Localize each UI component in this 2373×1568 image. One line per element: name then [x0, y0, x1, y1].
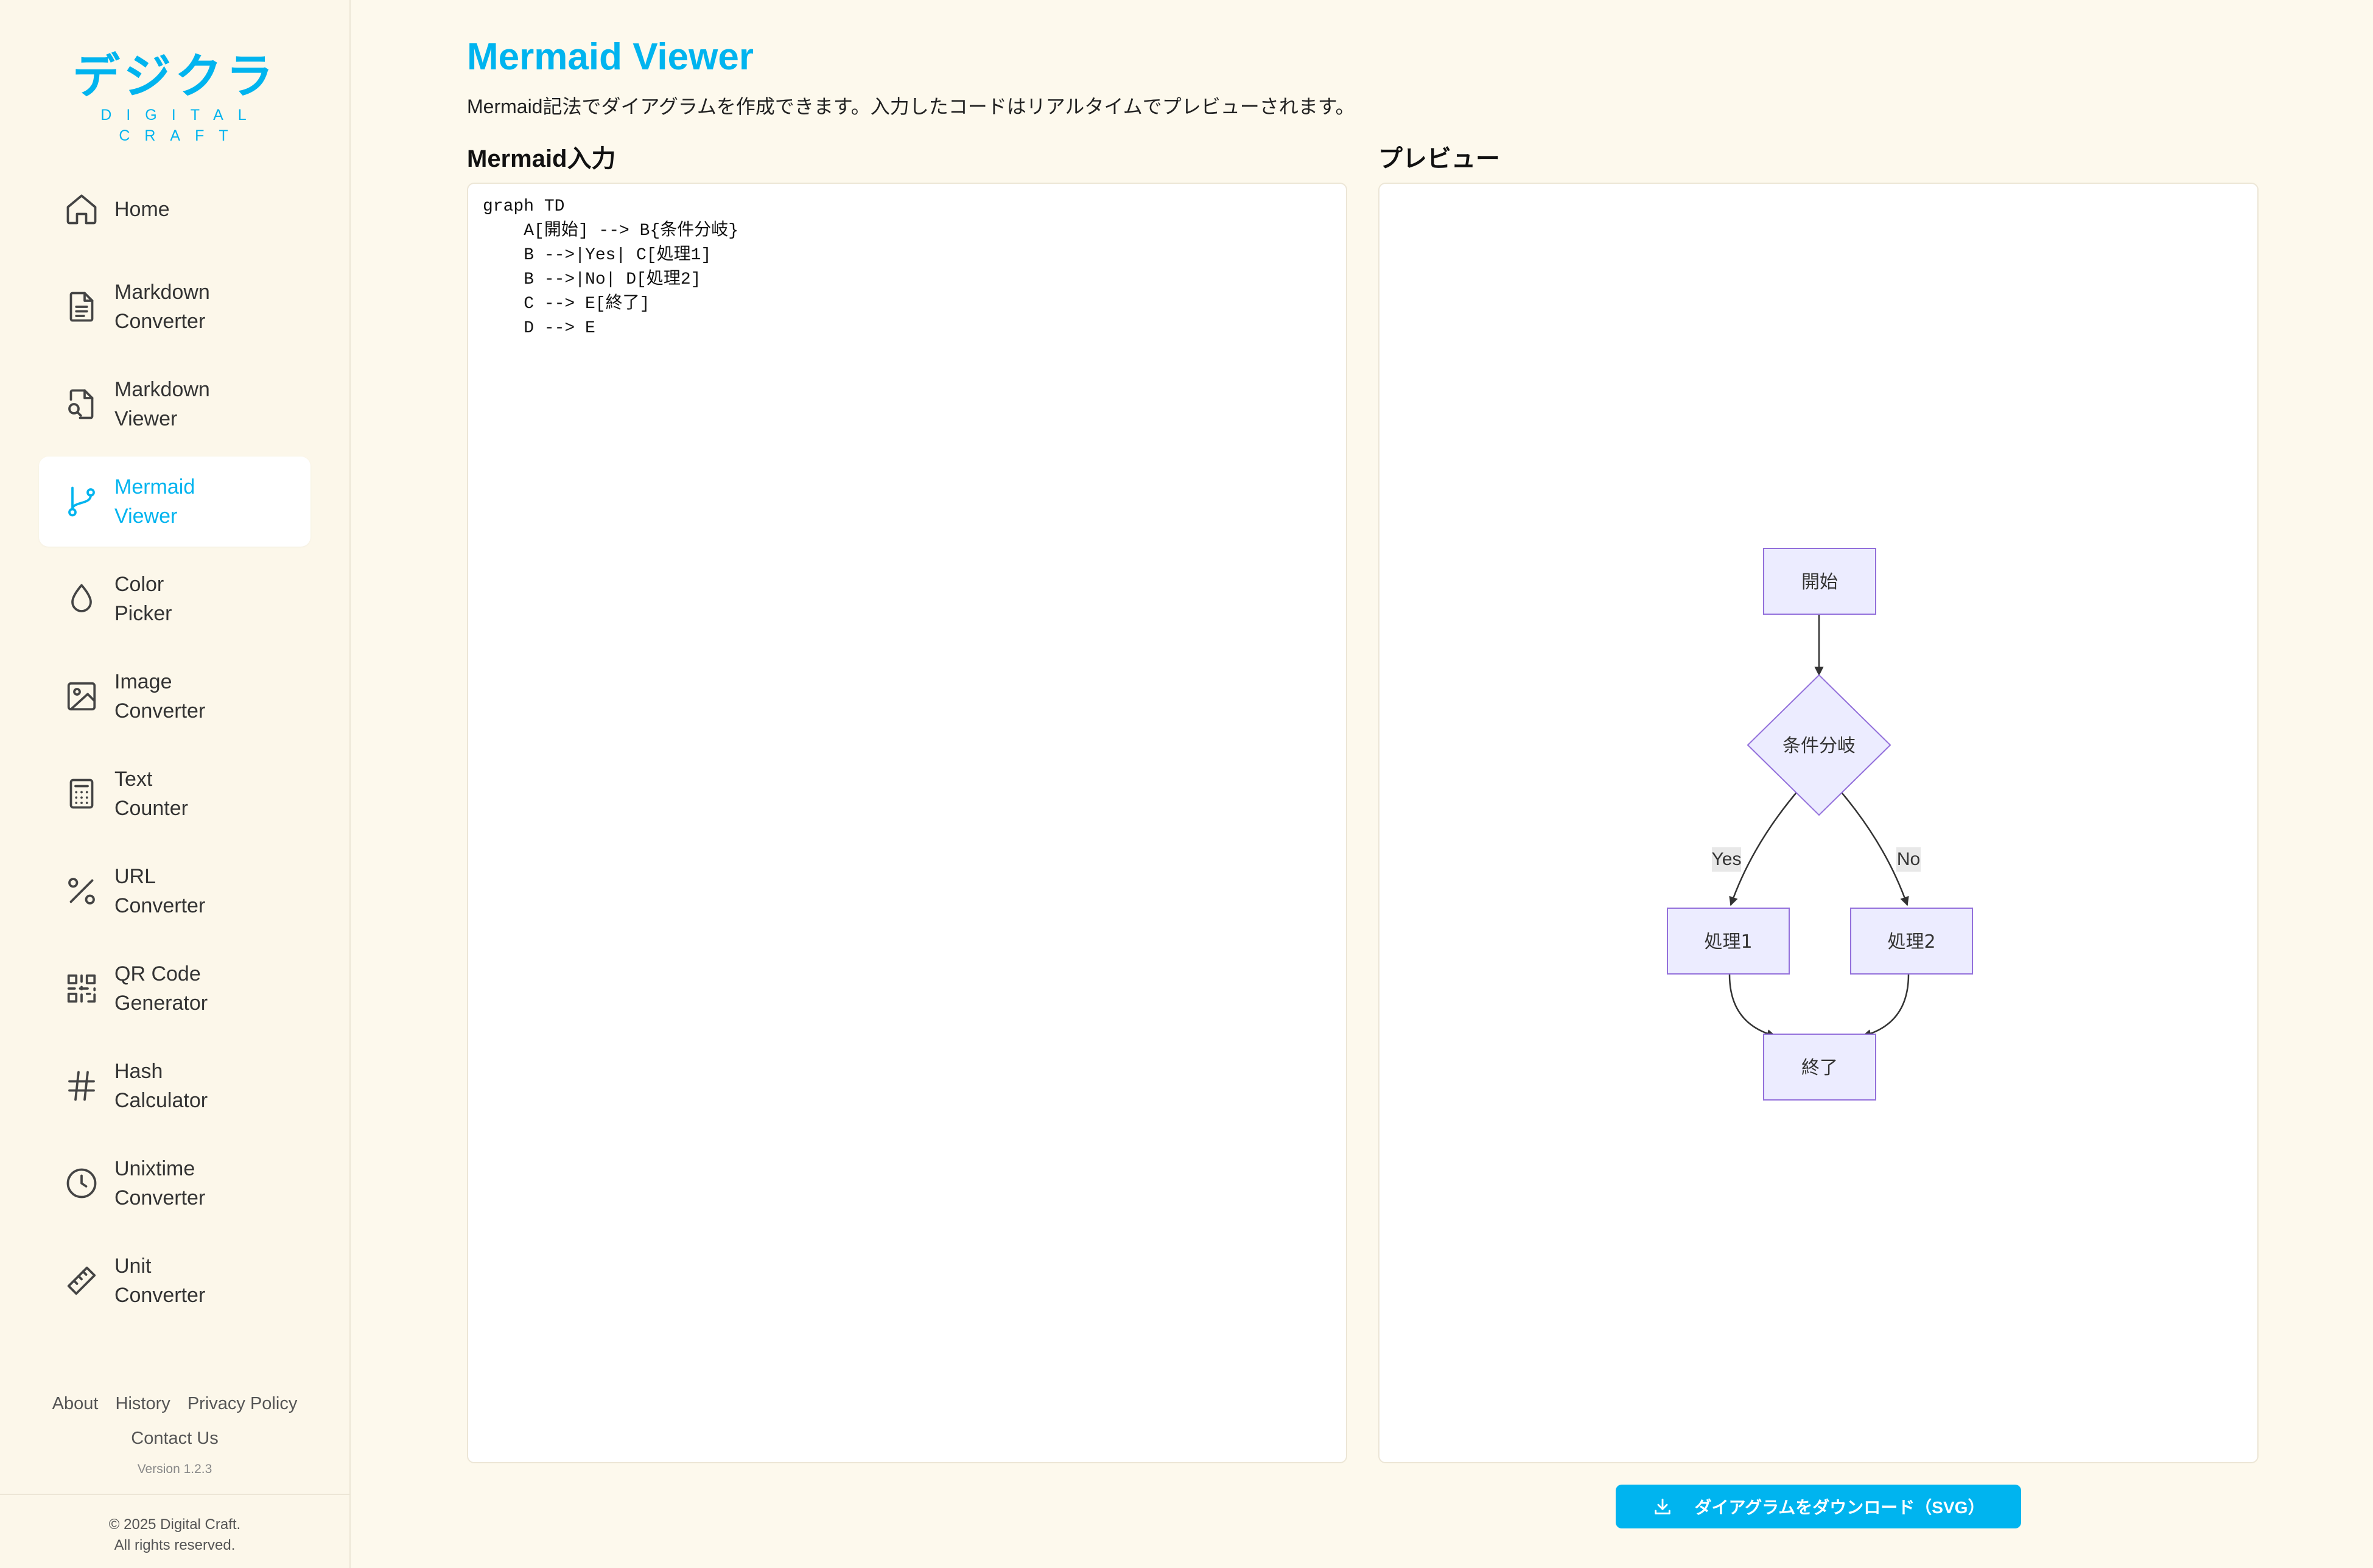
percent-icon — [63, 873, 100, 909]
logo-mark: デジクラ — [72, 49, 277, 104]
footer-link-about[interactable]: About — [52, 1394, 99, 1413]
edge-branch-proc1 — [1729, 788, 1800, 906]
footer-link-privacy[interactable]: Privacy Policy — [187, 1394, 298, 1413]
node-proc1-label: 処理1 — [1704, 931, 1752, 953]
diagram-edges — [1728, 614, 1910, 1038]
node-proc2: 処理2 — [1850, 908, 1973, 975]
git-branch-icon — [63, 483, 100, 520]
mermaid-code-input[interactable]: graph TD A[開始] --> B{条件分岐} B -->|Yes| C[… — [468, 184, 1346, 1462]
input-panel-title: Mermaid入力 — [467, 145, 616, 172]
footer-link-history[interactable]: History — [115, 1394, 170, 1413]
download-icon — [1654, 1499, 1670, 1514]
edge-proc1-end — [1728, 974, 1776, 1038]
node-branch: 条件分岐 — [1747, 674, 1891, 816]
download-svg-button[interactable]: ダイアグラムをダウンロード（SVG） — [1616, 1485, 2021, 1528]
node-branch-label: 条件分岐 — [1782, 735, 1856, 757]
calculator-icon — [63, 775, 100, 812]
input-panel: graph TD A[開始] --> B{条件分岐} B -->|Yes| C[… — [467, 183, 1347, 1463]
logo-sub-craft: CRAFT — [119, 127, 243, 144]
node-proc1: 処理1 — [1667, 908, 1790, 975]
copyright-line-2: All rights reserved. — [114, 1537, 236, 1553]
sidebar-item-home[interactable]: Home — [39, 164, 310, 254]
node-end-label: 終了 — [1801, 1057, 1838, 1079]
edge-label-yes-bg — [1712, 847, 1741, 872]
footer-links: About History Privacy Policy Contact Us … — [0, 1394, 349, 1477]
edge-label-no: No — [1897, 849, 1920, 869]
node-start: 開始 — [1763, 548, 1876, 615]
document-icon — [63, 289, 100, 325]
node-end: 終了 — [1763, 1034, 1876, 1101]
logo[interactable]: デジクラ DIGITAL CRAFT — [0, 49, 349, 146]
ruler-icon — [63, 1262, 100, 1299]
sidebar-item-label: Home — [114, 198, 170, 221]
edge-proc2-end — [1862, 974, 1910, 1038]
hash-icon — [63, 1068, 100, 1104]
edge-label-no-bg — [1896, 847, 1921, 872]
node-proc2-label: 処理2 — [1887, 931, 1935, 953]
clock-icon — [63, 1165, 100, 1202]
droplet-icon — [63, 581, 100, 617]
preview-panel-title: プレビュー — [1378, 145, 1500, 172]
edge-branch-proc2 — [1838, 788, 1909, 906]
version-label: Version 1.2.3 — [137, 1462, 212, 1476]
copyright: © 2025 Digital Craft. All rights reserve… — [0, 1494, 349, 1556]
logo-sub-digital: DIGITAL — [100, 107, 261, 124]
file-search-icon — [63, 386, 100, 422]
qr-code-icon — [63, 970, 100, 1007]
node-start-label: 開始 — [1801, 572, 1838, 593]
footer-link-contact[interactable]: Contact Us — [131, 1429, 219, 1448]
edge-label-yes: Yes — [1712, 849, 1742, 869]
preview-panel: Yes No 開始 条件分岐 処理1 処理2 終了 — [1378, 183, 2259, 1463]
page-title: Mermaid Viewer — [467, 36, 754, 78]
copyright-line-1: © 2025 Digital Craft. — [108, 1516, 241, 1533]
image-icon — [63, 678, 100, 715]
mermaid-diagram: Yes No 開始 条件分岐 処理1 処理2 終了 — [1667, 548, 1973, 1101]
home-icon — [63, 191, 100, 228]
download-button-label: ダイアグラムをダウンロード（SVG） — [1694, 1498, 1985, 1517]
page-description: Mermaid記法でダイアグラムを作成できます。入力したコードはリアルタイムでプ… — [467, 96, 1355, 117]
